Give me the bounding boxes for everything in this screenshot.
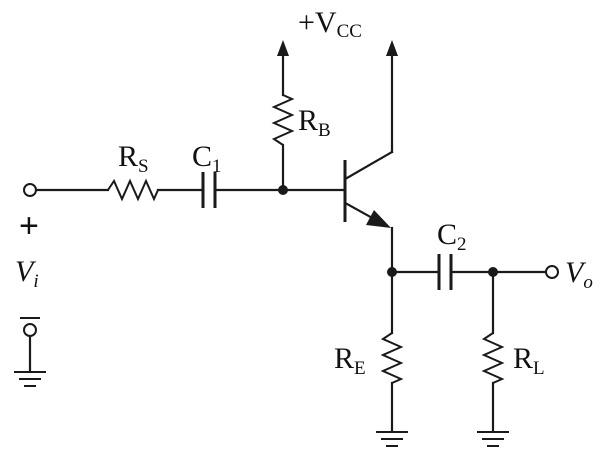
rs-label: RS bbox=[118, 140, 149, 177]
ground-icon bbox=[14, 371, 46, 387]
rb-label: RB bbox=[298, 104, 331, 141]
npn-bjt-icon bbox=[343, 40, 398, 272]
c1-label: C1 bbox=[192, 140, 222, 177]
plus-sign: + bbox=[19, 207, 39, 245]
input-return-terminal bbox=[23, 323, 37, 337]
re-resistor-icon bbox=[380, 332, 404, 384]
rl-label: RL bbox=[513, 342, 545, 379]
vcc-label: +VCC bbox=[298, 6, 362, 42]
rs-resistor-icon bbox=[107, 178, 159, 202]
vo-label: Vo bbox=[565, 256, 593, 293]
load-branch bbox=[477, 270, 509, 447]
output-terminal bbox=[545, 265, 559, 279]
base-bias-branch bbox=[271, 40, 295, 195]
collector-vcc-arrow-icon bbox=[386, 40, 398, 56]
re-label: RE bbox=[334, 342, 366, 379]
rb-resistor-icon bbox=[271, 94, 295, 146]
input-terminal bbox=[23, 183, 37, 197]
output-branch bbox=[390, 254, 559, 290]
ground-icon bbox=[477, 431, 509, 447]
emitter-arrow-icon bbox=[366, 210, 391, 228]
emitter-branch bbox=[376, 267, 408, 447]
input-branch bbox=[23, 172, 347, 208]
input-source bbox=[14, 317, 46, 387]
c2-label: C2 bbox=[437, 218, 467, 255]
vcc-arrow-icon bbox=[277, 40, 289, 56]
rl-resistor-icon bbox=[481, 332, 505, 384]
vi-label: Vi bbox=[15, 255, 39, 292]
ground-icon bbox=[376, 431, 408, 447]
